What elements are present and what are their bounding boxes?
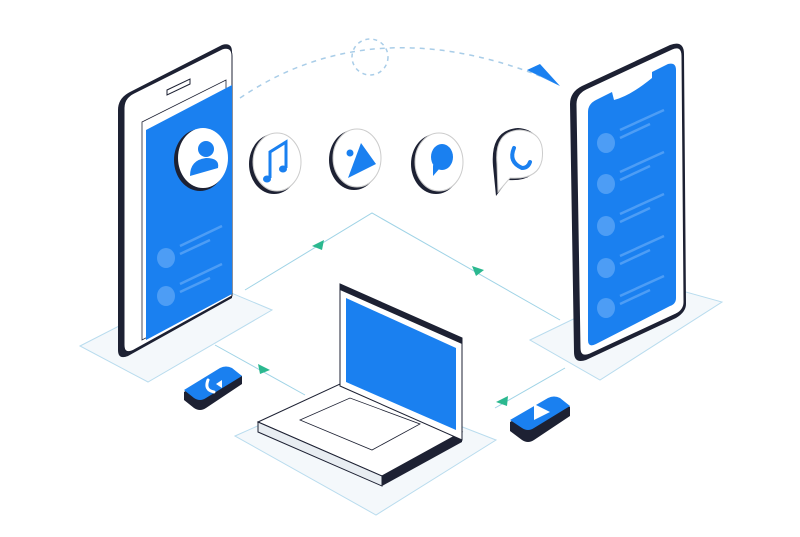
message-icon [411,132,464,194]
touchpad [298,397,421,451]
play-tile-icon [510,396,570,442]
dashed-circle [351,38,389,76]
music-icon [249,132,302,194]
right-phone [570,43,686,362]
transfer-arc [239,46,541,99]
left-phone [118,44,233,358]
contact-icon [174,128,228,191]
transfer-arrow-icon [527,64,560,86]
phone-call-icon [492,128,544,196]
image-icon [329,128,382,190]
laptop-screen [346,298,456,430]
transfer-arrow-shade [527,70,560,86]
speaker-slot [166,78,191,96]
connector-arrows [258,240,508,406]
call-tile-icon [184,366,242,410]
laptop [256,283,464,487]
